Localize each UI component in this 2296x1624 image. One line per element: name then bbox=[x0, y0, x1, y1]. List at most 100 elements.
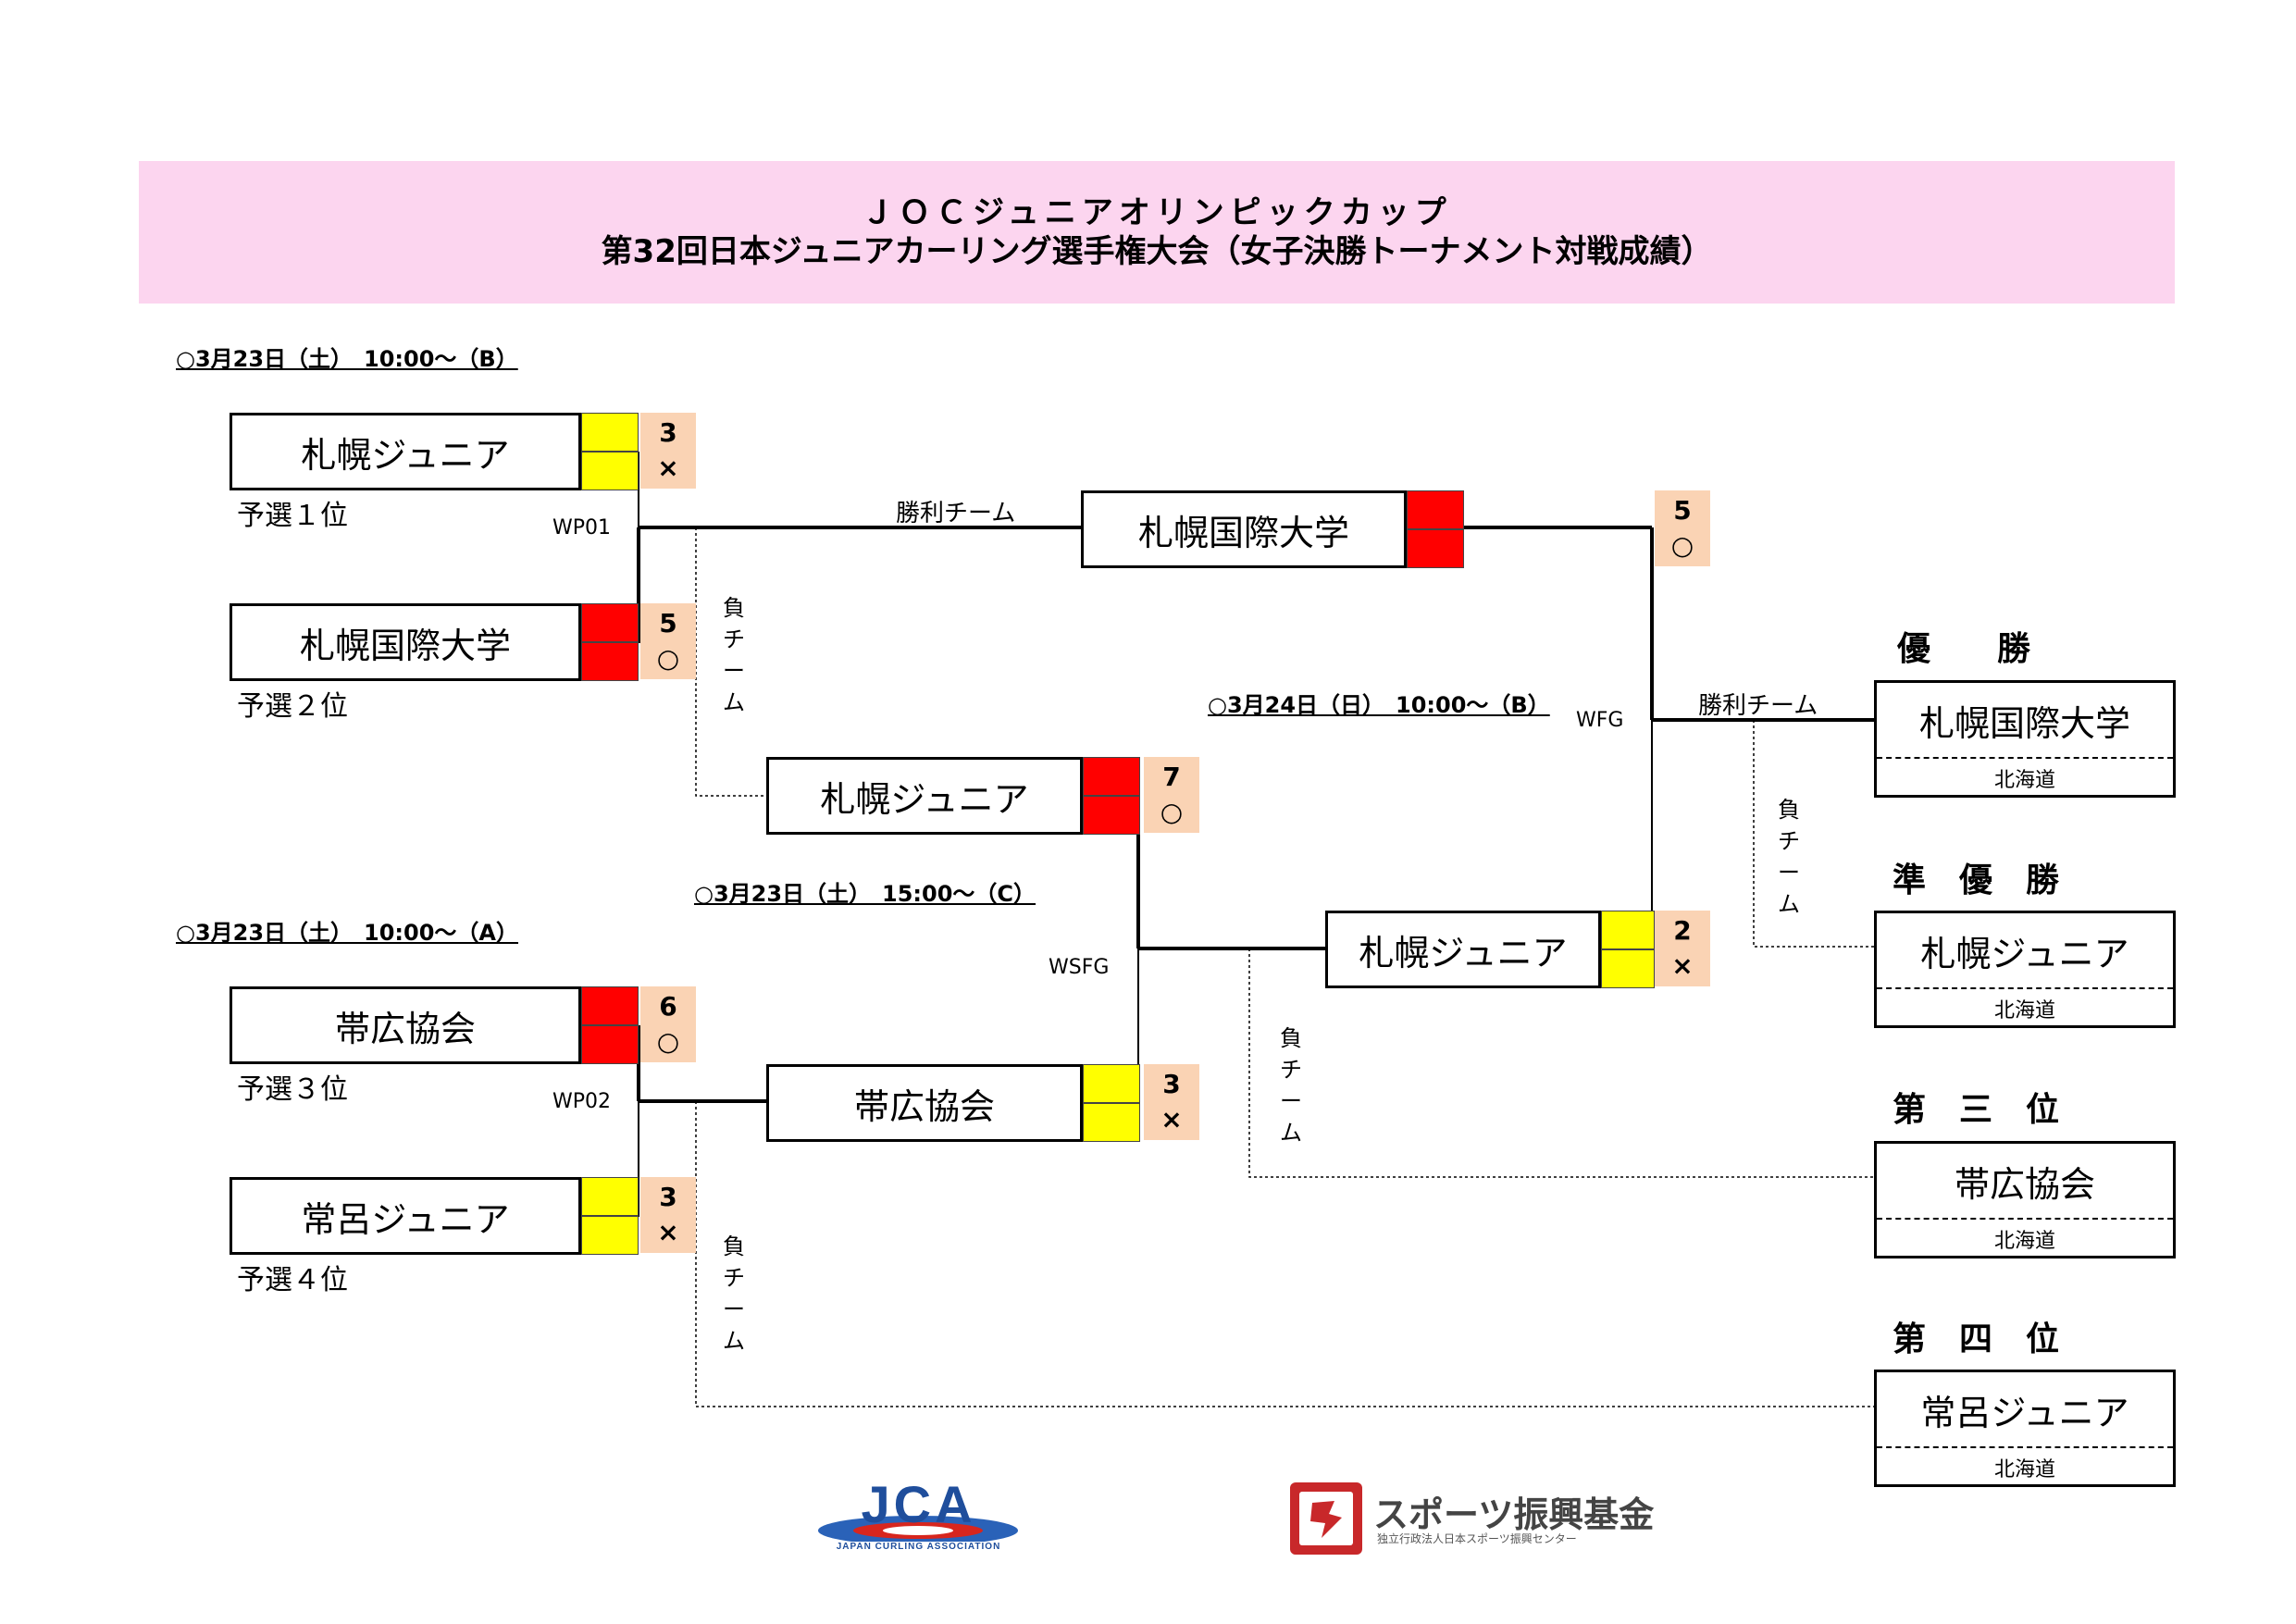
place-label-third: 第 三 位 bbox=[1893, 1091, 2060, 1129]
sport-fund-logo: スポーツ振興基金 独立行政法人日本スポーツ振興センター bbox=[1288, 1481, 1654, 1556]
stone-color-t1 bbox=[581, 413, 639, 452]
date-wp01: ○3月23日（土） 10:00～（B） bbox=[176, 346, 518, 372]
title-banner: ＪＯＣジュニアオリンピックカップ 第32回日本ジュニアカーリング選手権大会（女子… bbox=[139, 161, 2175, 304]
place-label-first: 優 勝 bbox=[1897, 630, 2031, 668]
score-t1: 3× bbox=[640, 413, 696, 489]
jca-logo-subtext: JAPAN CURLING ASSOCIATION bbox=[836, 1542, 1001, 1552]
team-name: 帯広協会 bbox=[853, 1085, 995, 1127]
stone-color-t3 bbox=[581, 986, 639, 1025]
score-value: 6 bbox=[659, 991, 677, 1022]
prelim-rank-t4: 予選４位 bbox=[237, 1264, 348, 1296]
game-code-wfg: WFG bbox=[1576, 709, 1624, 732]
winner-team-label: 勝利チーム bbox=[896, 500, 1016, 527]
date-wsfg: ○3月23日（土） 15:00～（C） bbox=[694, 881, 1036, 907]
score-value: 3 bbox=[659, 417, 677, 448]
score-value: 5 bbox=[1673, 495, 1692, 526]
result-team-name: 帯広協会 bbox=[1877, 1144, 2173, 1220]
stone-color-t2 bbox=[581, 642, 639, 681]
stone-color-wfg-b bbox=[1601, 911, 1655, 949]
result-mark: ○ bbox=[656, 643, 680, 674]
team-box-wsfg-b: 帯広協会 bbox=[766, 1064, 1083, 1142]
score-value: 3 bbox=[659, 1182, 677, 1212]
result-team-name: 札幌ジュニア bbox=[1877, 913, 2173, 989]
jca-logo-text: JCA bbox=[861, 1475, 976, 1533]
title-line-2: 第32回日本ジュニアカーリング選手権大会（女子決勝トーナメント対戦成績） bbox=[601, 233, 1713, 270]
score-wsfg-b: 3× bbox=[1144, 1064, 1199, 1140]
result-mark: × bbox=[657, 452, 679, 483]
team-name: 札幌国際大学 bbox=[1137, 512, 1349, 553]
team-box-wsfg-a: 札幌ジュニア bbox=[766, 757, 1083, 835]
score-value: 2 bbox=[1673, 915, 1692, 946]
winner-team-label: 勝利チーム bbox=[1698, 692, 1818, 720]
team-name: 札幌ジュニア bbox=[1359, 932, 1568, 973]
stone-color-t3 bbox=[581, 1025, 639, 1064]
result-mark: ○ bbox=[1160, 797, 1184, 827]
stone-color-wsfg-b bbox=[1083, 1103, 1140, 1142]
place-label-second: 準 優 勝 bbox=[1893, 862, 2060, 899]
team-box-t2: 札幌国際大学 bbox=[230, 603, 581, 681]
score-value: 5 bbox=[659, 608, 677, 638]
stone-color-wsfg-a bbox=[1083, 757, 1140, 796]
stone-color-t1 bbox=[581, 452, 639, 490]
stone-color-wfg-a bbox=[1407, 529, 1464, 568]
score-t3: 6○ bbox=[640, 986, 696, 1062]
jca-logo-icon bbox=[810, 1516, 1027, 1555]
result-box-fourth: 常呂ジュニア 北海道 bbox=[1874, 1370, 2176, 1487]
loser-team-label: 負チーム bbox=[723, 1233, 745, 1354]
result-mark: × bbox=[657, 1217, 679, 1247]
prelim-rank-t2: 予選２位 bbox=[237, 690, 348, 723]
team-name: 常呂ジュニア bbox=[301, 1198, 510, 1240]
game-code-wsfg: WSFG bbox=[1049, 956, 1110, 979]
jca-logo: JCA JAPAN CURLING ASSOCIATION bbox=[810, 1477, 1027, 1555]
stone-color-wfg-a bbox=[1407, 490, 1464, 529]
sport-fund-logo-text: スポーツ振興基金 bbox=[1373, 1494, 1655, 1535]
stone-color-t4 bbox=[581, 1177, 639, 1216]
prelim-rank-t1: 予選１位 bbox=[237, 500, 348, 532]
result-prefecture: 北海道 bbox=[1993, 1229, 2055, 1253]
score-value: 3 bbox=[1162, 1069, 1181, 1099]
team-name: 帯広協会 bbox=[334, 1008, 476, 1049]
loser-team-label: 負チーム bbox=[723, 595, 745, 715]
result-prefecture: 北海道 bbox=[1993, 768, 2055, 792]
team-box-t1: 札幌ジュニア bbox=[230, 413, 581, 490]
score-wsfg-a: 7○ bbox=[1144, 757, 1199, 833]
result-mark: × bbox=[1160, 1104, 1183, 1134]
team-name: 札幌ジュニア bbox=[301, 434, 510, 476]
prelim-rank-t3: 予選３位 bbox=[237, 1073, 348, 1106]
result-prefecture: 北海道 bbox=[1993, 998, 2055, 1023]
score-t2: 5○ bbox=[640, 603, 696, 679]
place-label-fourth: 第 四 位 bbox=[1893, 1320, 2060, 1358]
stone-color-wfg-b bbox=[1601, 949, 1655, 988]
result-mark: × bbox=[1671, 950, 1694, 981]
loser-team-label: 負チーム bbox=[1280, 1025, 1302, 1146]
team-name: 札幌国際大学 bbox=[299, 625, 511, 666]
result-team-name: 札幌国際大学 bbox=[1877, 683, 2173, 759]
sport-fund-icon bbox=[1290, 1482, 1362, 1555]
game-code-wp01: WP01 bbox=[552, 516, 612, 539]
sport-fund-logo-subtext: 独立行政法人日本スポーツ振興センター bbox=[1377, 1532, 1577, 1545]
result-mark: ○ bbox=[1670, 530, 1694, 561]
loser-team-label: 負チーム bbox=[1778, 797, 1800, 917]
score-wfg-a: 5○ bbox=[1655, 490, 1710, 566]
stone-color-t4 bbox=[581, 1216, 639, 1255]
stone-color-wsfg-b bbox=[1083, 1064, 1140, 1103]
stone-color-t2 bbox=[581, 603, 639, 642]
stone-color-wsfg-a bbox=[1083, 796, 1140, 835]
result-box-third: 帯広協会 北海道 bbox=[1874, 1141, 2176, 1258]
team-box-wfg-a: 札幌国際大学 bbox=[1081, 490, 1407, 568]
team-box-wfg-b: 札幌ジュニア bbox=[1325, 911, 1601, 988]
date-wfg: ○3月24日（日） 10:00～（B） bbox=[1208, 692, 1550, 718]
result-prefecture: 北海道 bbox=[1993, 1457, 2055, 1481]
result-box-second: 札幌ジュニア 北海道 bbox=[1874, 911, 2176, 1028]
result-box-first: 札幌国際大学 北海道 bbox=[1874, 680, 2176, 798]
date-wp02: ○3月23日（土） 10:00～（A） bbox=[176, 920, 519, 946]
title-line-1: ＪＯＣジュニアオリンピックカップ bbox=[862, 194, 1452, 231]
team-name: 札幌ジュニア bbox=[820, 778, 1029, 820]
score-value: 7 bbox=[1162, 762, 1181, 792]
team-box-t3: 帯広協会 bbox=[230, 986, 581, 1064]
team-box-t4: 常呂ジュニア bbox=[230, 1177, 581, 1255]
score-t4: 3× bbox=[640, 1177, 696, 1253]
game-code-wp02: WP02 bbox=[552, 1090, 612, 1113]
result-team-name: 常呂ジュニア bbox=[1877, 1372, 2173, 1448]
